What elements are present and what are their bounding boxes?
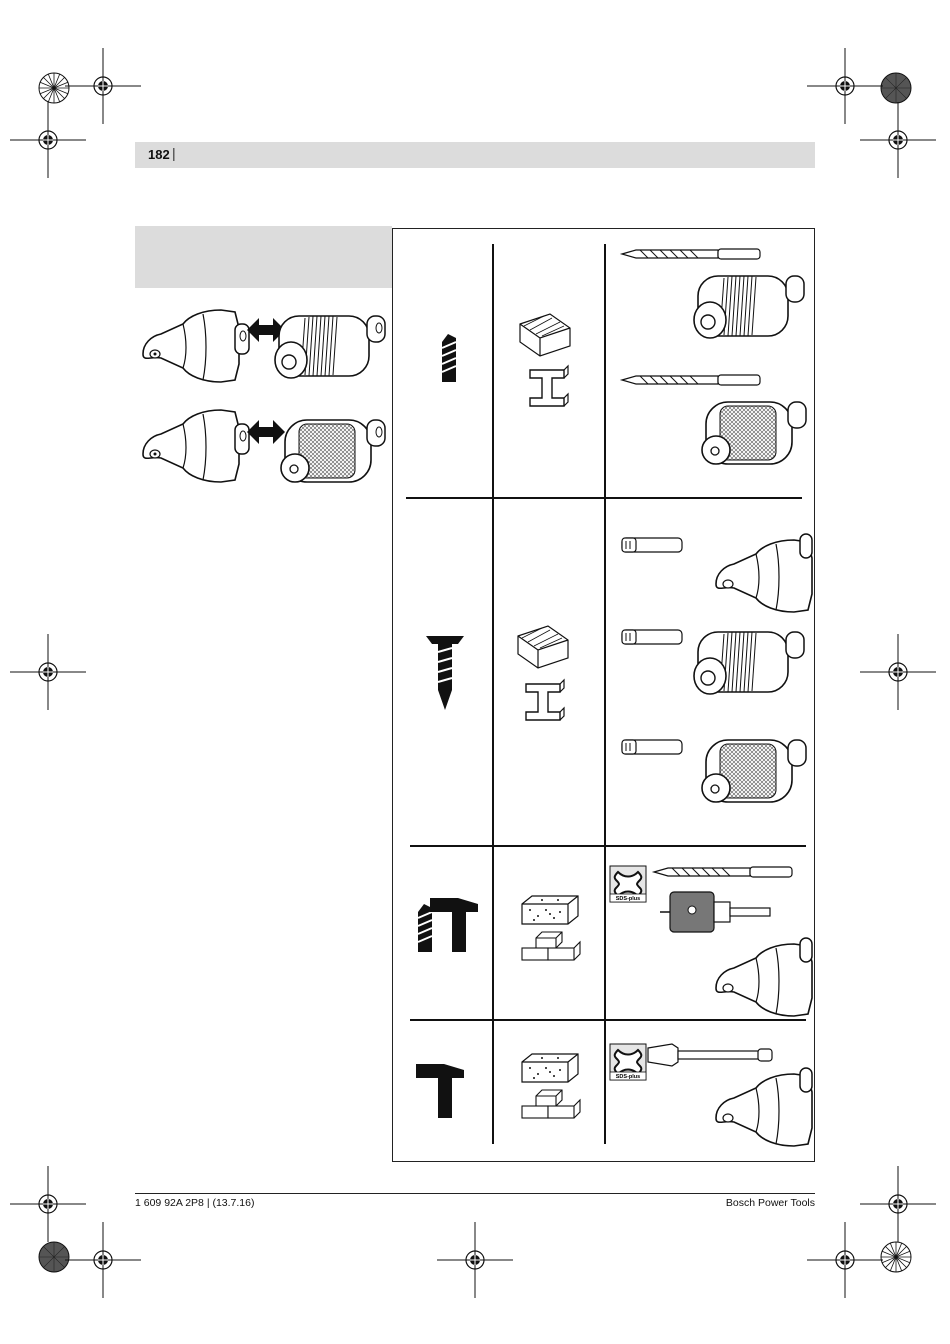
- sds-drill-bit-icon: [654, 867, 792, 877]
- sds-chuck-icon: [143, 410, 249, 482]
- sds-plus-label: SDS-plus: [616, 896, 640, 902]
- wood-icon: [518, 626, 568, 668]
- core-cutter-icon: [660, 892, 770, 932]
- drilling-icon: [442, 334, 456, 382]
- application-table: SDS-plus SDS-plus: [392, 228, 815, 1162]
- drill-bit-icon: [622, 375, 760, 385]
- sds-chuck-icon: [716, 1068, 812, 1146]
- keyless-chuck-icon: [702, 402, 806, 464]
- drilling-icon: [418, 904, 432, 952]
- bit-holder-icon: [622, 630, 682, 644]
- document-reference: 1 609 92A 2P8 | (13.7.16): [135, 1197, 254, 1209]
- concrete-icon: [522, 896, 578, 924]
- screw-icon: [426, 636, 464, 710]
- chuck-exchange-illustration: [135, 298, 392, 498]
- bit-holder-icon: [622, 538, 682, 552]
- brand-footer: Bosch Power Tools: [726, 1197, 815, 1209]
- sds-plus-label: SDS-plus: [616, 1074, 640, 1080]
- keyed-chuck-icon: [694, 632, 804, 694]
- sds-chuck-icon: [716, 938, 812, 1016]
- header-bar: [135, 142, 815, 168]
- sds-chuck-icon: [716, 534, 812, 612]
- hammer-icon: [430, 898, 478, 952]
- flat-chisel-icon: [648, 1044, 772, 1066]
- bricks-icon: [522, 1090, 580, 1118]
- concrete-icon: [522, 1054, 578, 1082]
- metal-ibeam-icon: [526, 680, 564, 720]
- left-grey-panel: [135, 226, 392, 288]
- hammer-icon: [416, 1064, 464, 1118]
- keyless-chuck-icon: [281, 420, 385, 482]
- wood-icon: [520, 314, 570, 356]
- bricks-icon: [522, 932, 580, 960]
- keyless-chuck-icon: [702, 740, 806, 802]
- drill-bit-icon: [622, 249, 760, 259]
- footer-rule: [135, 1193, 815, 1194]
- page-number-separator: |: [172, 145, 176, 161]
- keyed-chuck-icon: [694, 276, 804, 338]
- swap-arrow-icon: [247, 420, 285, 444]
- sds-chuck-icon: [143, 310, 249, 382]
- keyed-chuck-icon: [275, 316, 385, 378]
- metal-ibeam-icon: [530, 366, 568, 406]
- page-number: 182: [148, 147, 170, 162]
- bit-holder-icon: [622, 740, 682, 754]
